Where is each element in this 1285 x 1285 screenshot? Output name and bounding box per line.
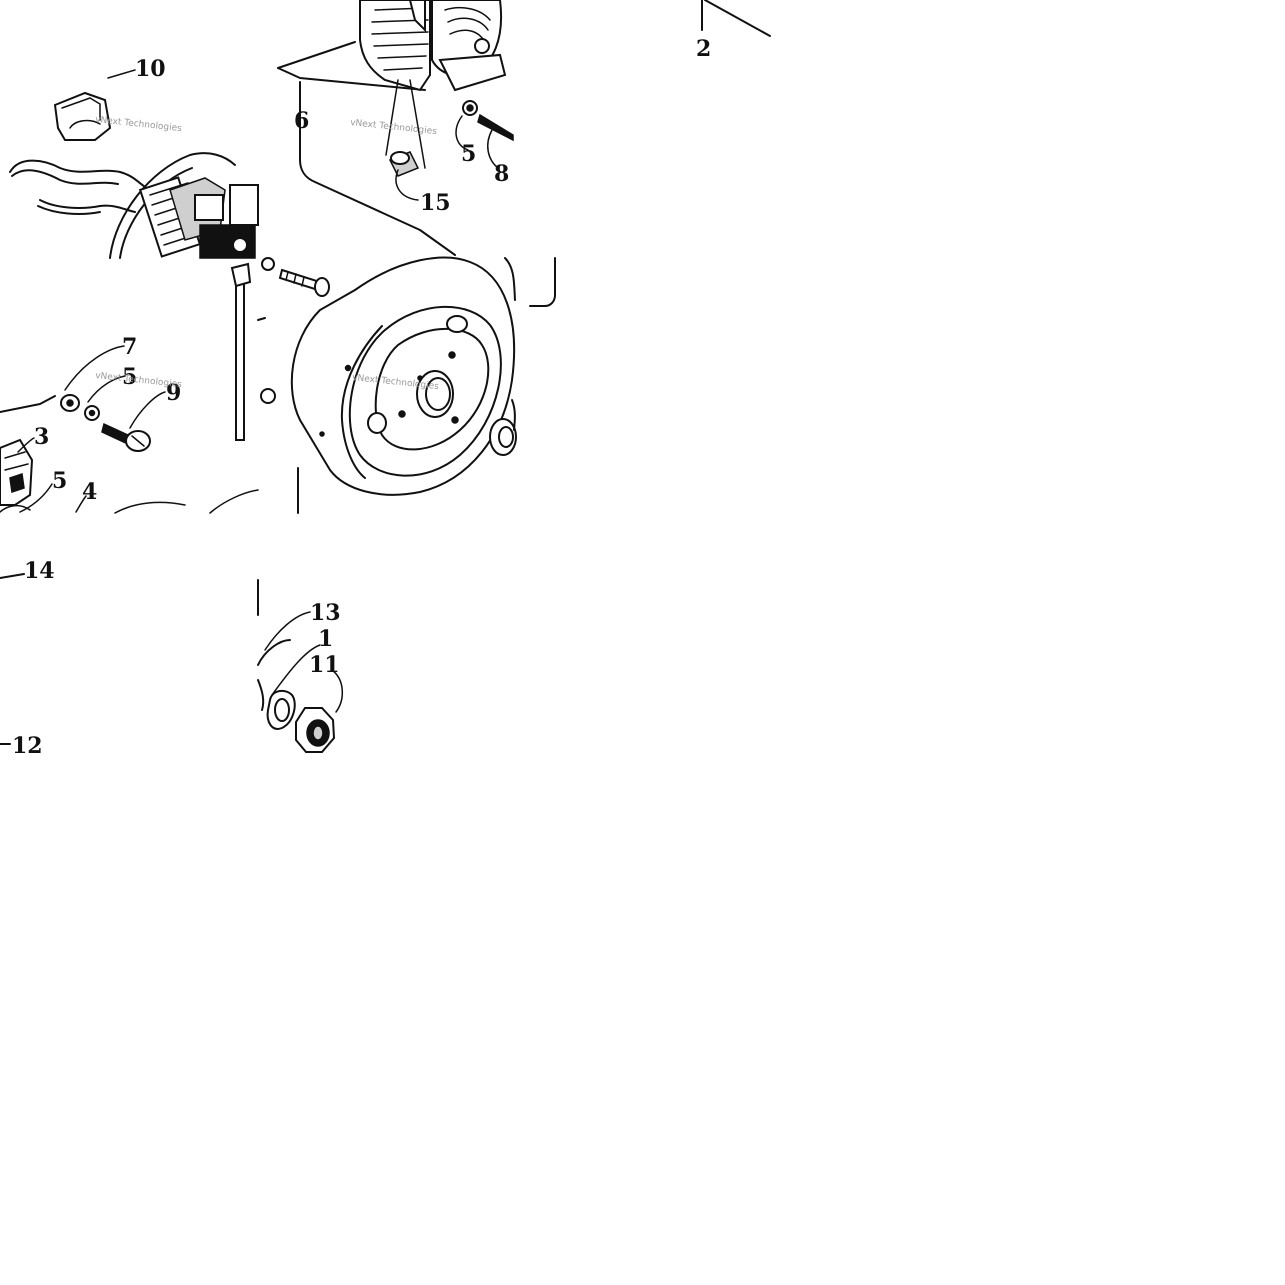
part-label-12: 12 xyxy=(12,733,43,759)
part-label-4: 4 xyxy=(82,479,97,505)
watermark-text: vNext Technologies xyxy=(95,115,183,134)
flywheel-nut-drawing xyxy=(257,579,343,753)
lower-left-drawing xyxy=(0,573,25,745)
part-label-8: 8 xyxy=(494,161,509,187)
part-label-13: 13 xyxy=(310,600,341,626)
part-label-6: 6 xyxy=(294,108,309,134)
part-label-10: 10 xyxy=(135,56,166,82)
leader-10 xyxy=(107,69,136,79)
flywheel-drawing xyxy=(230,256,556,514)
part-label-1: 1 xyxy=(318,626,333,652)
part-label-11: 11 xyxy=(309,652,340,678)
part-label-9: 9 xyxy=(166,380,181,406)
part-2-leader xyxy=(701,0,771,37)
part-label-7: 7 xyxy=(122,334,137,360)
watermark-text: vNext Technologies xyxy=(350,118,438,137)
part-label-5-low: 5 xyxy=(52,468,67,494)
stator-assembly-drawing xyxy=(9,91,259,259)
recoil-assembly-drawing xyxy=(277,0,514,256)
part-label-14: 14 xyxy=(24,558,55,584)
part-label-5-top: 5 xyxy=(461,141,476,167)
part-label-2: 2 xyxy=(696,36,711,62)
mount-hardware-drawing xyxy=(0,345,259,514)
part-label-3: 3 xyxy=(34,424,49,450)
watermark-text: vNext Technologies xyxy=(95,371,183,390)
part-label-5-mid: 5 xyxy=(122,364,137,390)
part-label-15: 15 xyxy=(420,190,451,216)
